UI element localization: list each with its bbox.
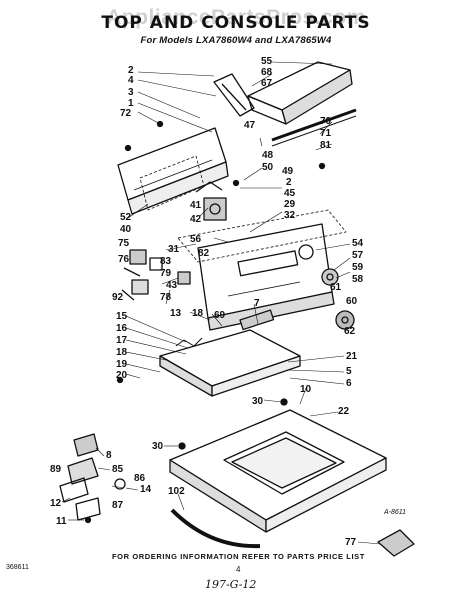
callout: 57 (352, 250, 364, 261)
control-knob-lower (335, 310, 355, 330)
callout: 45 (284, 188, 296, 199)
callout: 10 (300, 384, 312, 395)
callout: 76 (118, 254, 130, 265)
diagram-reference: A-8611 (384, 509, 407, 516)
callout: 68 (261, 67, 273, 78)
callout: 87 (112, 500, 124, 511)
switch-assembly (121, 249, 163, 301)
callout: 77 (345, 537, 357, 548)
control-knob (321, 268, 339, 286)
lid-handle (239, 309, 275, 331)
hinge-assembly (59, 433, 126, 521)
callout: 50 (262, 162, 274, 173)
callout: 29 (284, 199, 296, 210)
callout: 18 (192, 308, 204, 319)
figure-code: 368611 (6, 564, 29, 571)
callout: 79 (160, 268, 172, 279)
callout: 5 (346, 366, 352, 377)
callout: 92 (112, 292, 124, 303)
callout: 61 (330, 282, 342, 293)
callout: 16 (116, 323, 128, 334)
main-top-plate (159, 329, 301, 397)
callout: 22 (338, 406, 350, 417)
callout: 6 (346, 378, 352, 389)
callout: 17 (116, 335, 128, 346)
callout: 30 (152, 441, 164, 452)
callout: 11 (56, 516, 67, 527)
callout: 19 (116, 359, 128, 370)
callout: 81 (320, 140, 332, 151)
screws (84, 120, 326, 524)
callout: 14 (140, 484, 152, 495)
callout: 102 (168, 486, 185, 497)
callout-numbers: 2 4 3 1 72 55 68 67 47 70 71 81 48 50 49… (50, 56, 364, 548)
lid-ring (170, 508, 261, 549)
lid-switch (177, 271, 191, 285)
callout: 89 (50, 464, 62, 475)
callout: 72 (120, 108, 132, 119)
callout: 8 (106, 450, 112, 461)
lid-hinge-part (377, 529, 415, 557)
callout: 7 (254, 298, 260, 309)
callout: 60 (346, 296, 358, 307)
callout: 13 (170, 308, 182, 319)
callout: 2 (286, 177, 292, 188)
callout: 56 (190, 234, 202, 245)
handwritten-code: 197-G-12 (205, 578, 257, 591)
rear-panel (117, 127, 229, 215)
callout: 40 (120, 224, 132, 235)
callout: 12 (50, 498, 62, 509)
callout: 69 (214, 310, 226, 321)
callout: 47 (244, 120, 256, 131)
callout: 48 (262, 150, 274, 161)
callout: 43 (166, 280, 178, 291)
page-subtitle: For Models LXA7860W4 and LXA7865W4 (140, 35, 332, 46)
cabinet-top (169, 409, 387, 533)
callout: 59 (352, 262, 364, 273)
callout: 67 (261, 78, 273, 89)
callout: 41 (190, 200, 202, 211)
callout: 62 (344, 326, 356, 337)
page-number: 4 (236, 565, 241, 574)
callout: 3 (128, 87, 134, 98)
callout: 30 (252, 396, 264, 407)
callout: 82 (198, 248, 210, 259)
callout: 4 (128, 75, 134, 86)
callout: 54 (352, 238, 364, 249)
callout: 52 (120, 212, 132, 223)
callout: 85 (112, 464, 124, 475)
callout: 42 (190, 214, 202, 225)
callout: 18 (116, 347, 128, 358)
timer (195, 181, 227, 221)
callout: 2 (128, 65, 134, 76)
callout: 86 (134, 473, 146, 484)
page-title: TOP AND CONSOLE PARTS (101, 13, 371, 33)
callout: 20 (116, 370, 128, 381)
callout: 55 (261, 56, 273, 67)
console-end-cap (213, 73, 255, 117)
callout: 21 (346, 351, 358, 362)
callout: 75 (118, 238, 130, 249)
console-back-panel (247, 61, 357, 147)
ordering-info-note: FOR ORDERING INFORMATION REFER TO PARTS … (112, 552, 365, 561)
callout: 49 (282, 166, 294, 177)
callout: 78 (160, 292, 172, 303)
callout: 15 (116, 311, 128, 322)
callout: 1 (128, 98, 134, 109)
callout: 71 (320, 128, 332, 139)
callout: 32 (284, 210, 296, 221)
callout: 58 (352, 274, 364, 285)
callout: 31 (168, 244, 180, 255)
callout: 70 (320, 116, 332, 127)
leader-lines (61, 61, 381, 545)
console-frame-outline (177, 209, 347, 263)
callout: 83 (160, 256, 172, 267)
